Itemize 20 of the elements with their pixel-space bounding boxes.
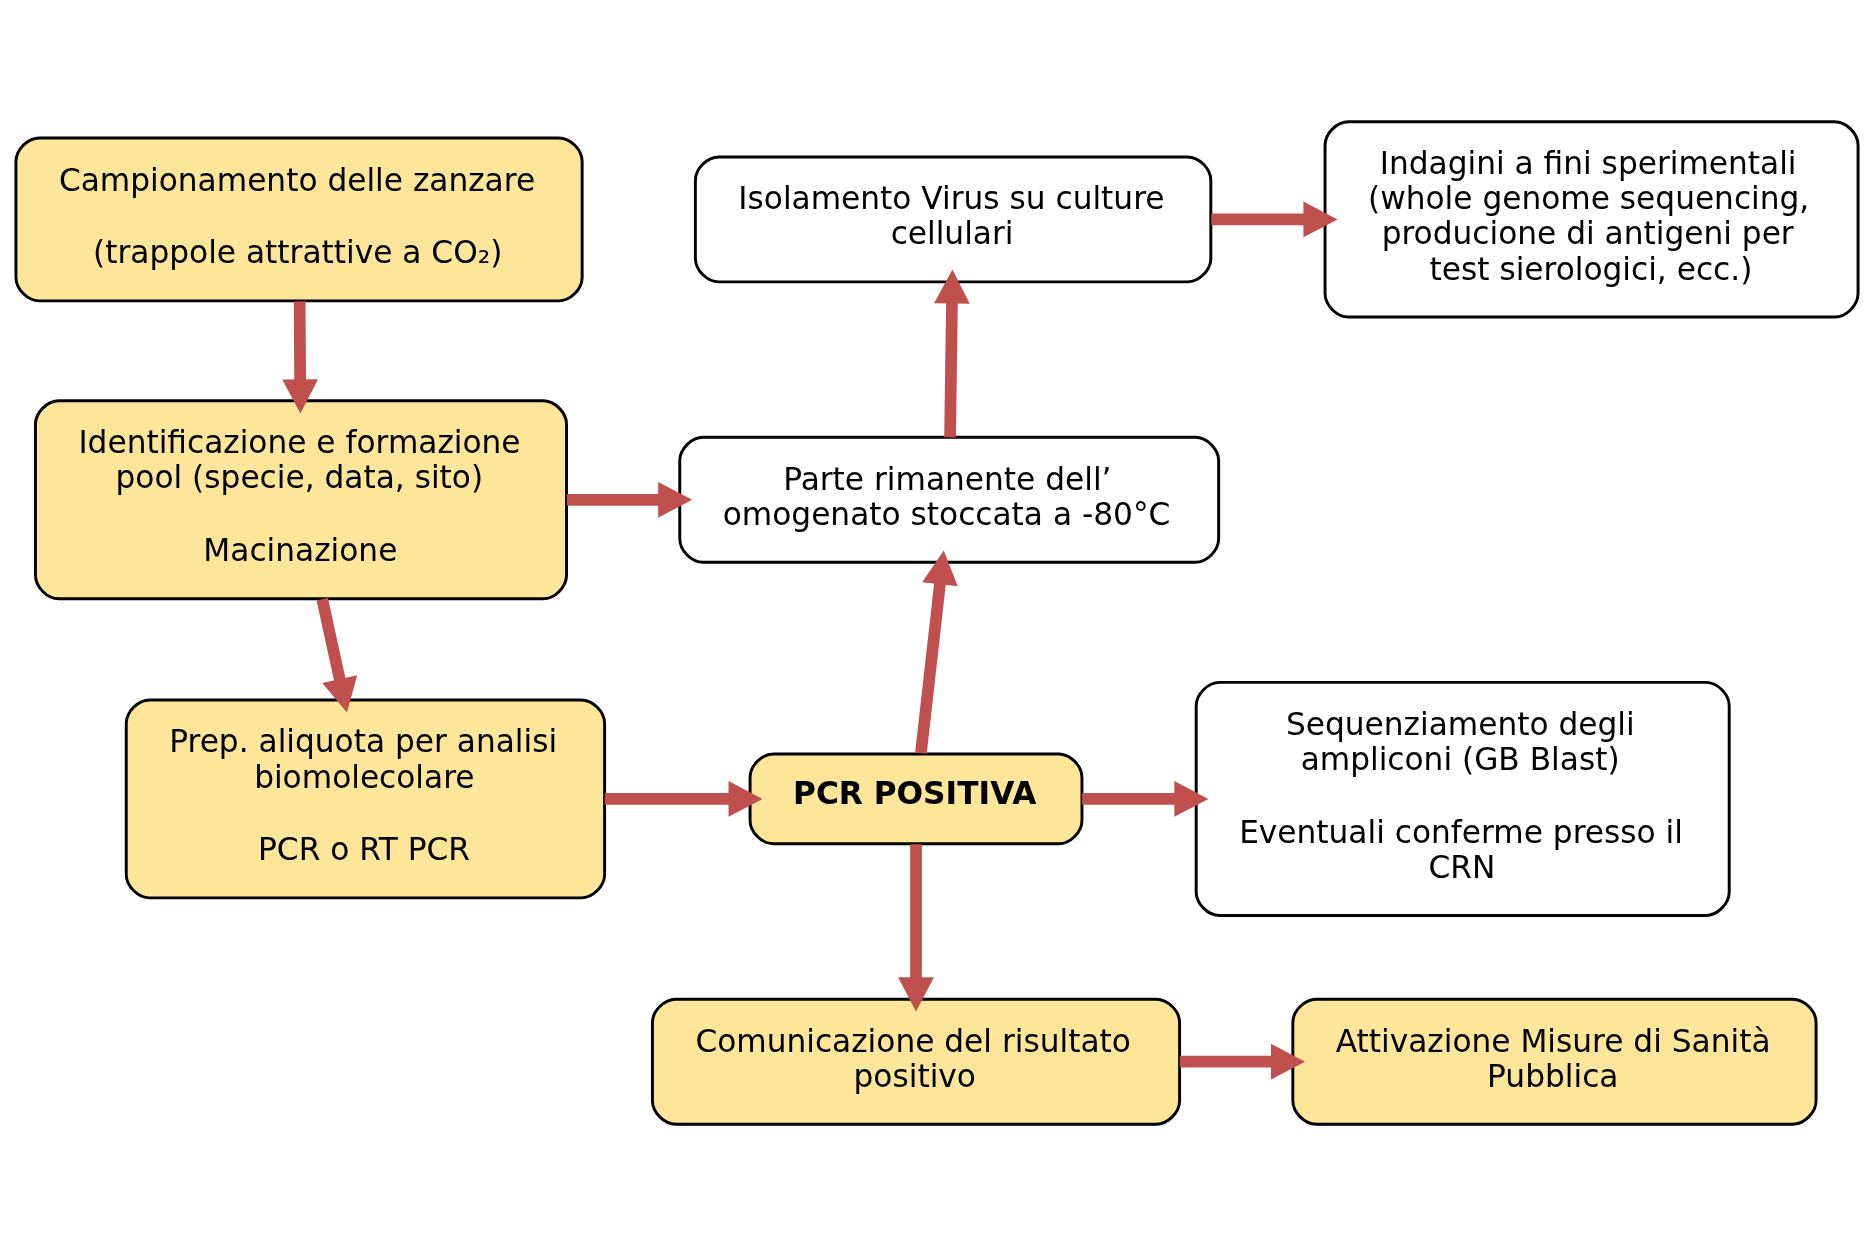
arrow xyxy=(604,781,763,817)
node-box: Campionamento delle zanzare (trappole attrattive a CO₂) xyxy=(14,136,584,303)
arrow xyxy=(915,550,958,754)
arrow xyxy=(316,598,358,713)
node-box: PCR POSITIVA xyxy=(748,752,1084,846)
node-box: Identificazione e formazione pool (specie, data, sito) Macinazione xyxy=(34,399,568,601)
node-box: Parte rimanente dell’ omogenato stoccata a -80°C xyxy=(678,435,1221,564)
arrow xyxy=(1211,201,1338,238)
node-box: Isolamento Virus su culture cellulari xyxy=(693,155,1213,284)
arrow xyxy=(898,844,934,1012)
node-box: Attivazione Misure di Sanità Pubblica xyxy=(1291,997,1818,1126)
node-box: Indagini a fini sperimentali (whole genome sequencing, producione di antigeni per test sierologici, ecc.) xyxy=(1323,120,1860,319)
node-box: Comunicazione del risultato positivo xyxy=(650,997,1182,1126)
arrow xyxy=(566,481,693,518)
arrow xyxy=(282,301,319,414)
arrow xyxy=(1082,781,1209,817)
arrow xyxy=(1179,1043,1306,1080)
node-box: Sequenziamento degli ampliconi (GB Blast) Eventuali conferme presso il CRN xyxy=(1194,680,1731,917)
arrow xyxy=(934,269,970,438)
node-box: Prep. aliquota per analisi biomolecolare PCR o RT PCR xyxy=(124,698,607,900)
